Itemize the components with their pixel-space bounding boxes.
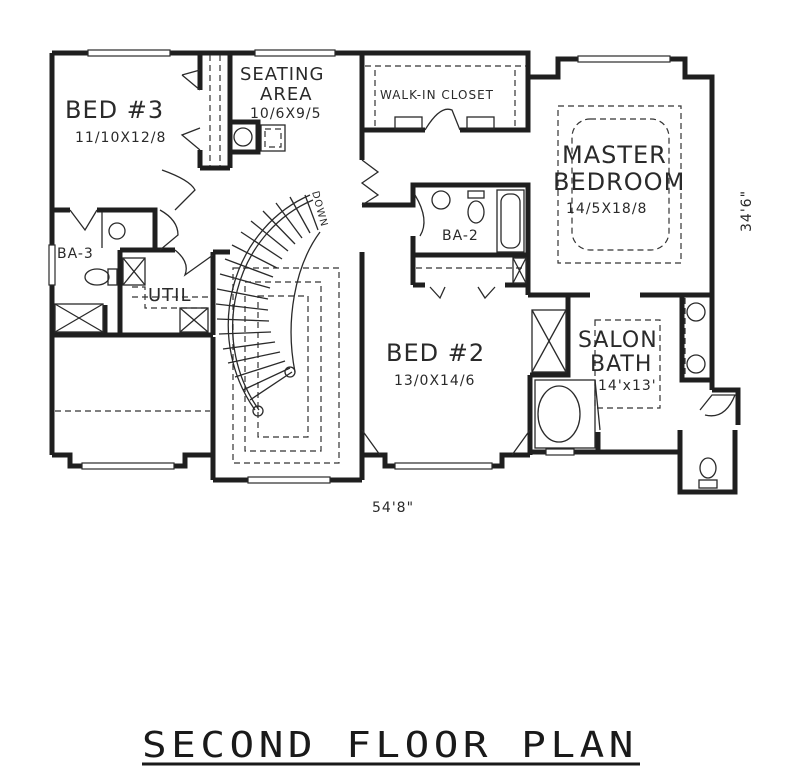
seating-name-1: SEATING	[240, 64, 324, 85]
doors	[69, 69, 736, 456]
ba2-name: BA-2	[442, 228, 479, 244]
plan-title: SECOND FLOOR PLAN	[142, 725, 638, 766]
salon-size: 14'x13'	[598, 378, 657, 394]
plan-title-group: SECOND FLOOR PLAN	[142, 725, 640, 766]
stair-down-label: DOWN	[309, 190, 329, 229]
salon-name-2: BATH	[590, 352, 652, 377]
bed3-size: 11/10X12/8	[75, 130, 166, 146]
windows	[48, 49, 671, 484]
util-name: UTIL	[148, 285, 192, 306]
bed3-name: BED #3	[65, 96, 164, 124]
curved-staircase	[215, 194, 321, 417]
salon-name-1: SALON	[578, 328, 658, 353]
seating-size: 10/6X9/5	[250, 106, 322, 122]
walkin-name: WALK-IN CLOSET	[380, 88, 494, 102]
util-washer	[122, 257, 209, 333]
room-labels: BED #3 11/10X12/8 SEATING AREA 10/6X9/5 …	[57, 64, 685, 394]
interior-walls	[52, 53, 712, 452]
fixtures	[54, 116, 718, 489]
dashed-details	[55, 55, 686, 464]
stair-treads	[215, 194, 319, 401]
shower-salon	[531, 309, 567, 373]
master-name-1: MASTER	[562, 141, 667, 169]
seating-name-2: AREA	[260, 84, 313, 105]
ba3-name: BA-3	[57, 246, 94, 262]
overall-depth-dimension: 34'6"	[739, 190, 755, 232]
master-size: 14/5X18/8	[566, 201, 647, 217]
shower-ba3	[54, 303, 104, 333]
overall-width-dimension: 54'8"	[372, 500, 414, 516]
bed2-name: BED #2	[386, 339, 485, 367]
dimensions: 54'8" 34'6"	[372, 190, 755, 516]
bed2-size: 13/0X14/6	[394, 373, 475, 389]
master-name-2: BEDROOM	[553, 168, 685, 196]
